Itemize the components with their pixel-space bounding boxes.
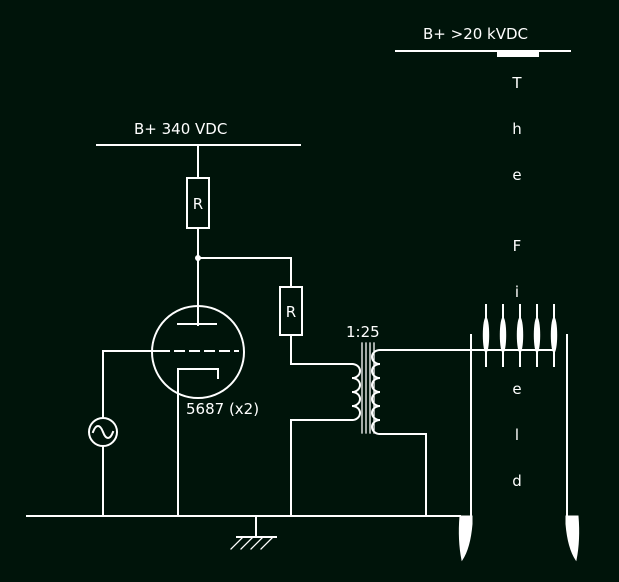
field-letter: i [515, 283, 519, 301]
high-voltage-supply: B+ >20 kVDC [395, 25, 571, 57]
sine-wave-icon [91, 425, 115, 439]
wire [379, 433, 427, 517]
grid-wire [102, 350, 161, 419]
low-voltage-supply: B+ 340 VDC [96, 120, 301, 146]
ground-icon [230, 536, 277, 550]
ground-electrode-left [458, 515, 473, 562]
needle-probe-icon [499, 304, 507, 367]
probe-body [516, 317, 524, 353]
turns-ratio-label: 1:25 [346, 323, 380, 341]
high-voltage-electrode [497, 51, 539, 57]
input-circuit [88, 350, 161, 517]
resistor-label: R [286, 303, 296, 321]
needle-probe-array [480, 304, 558, 367]
field-letter: e [512, 380, 521, 398]
secondary-winding [371, 348, 382, 436]
needle-probe-icon [550, 304, 558, 367]
needle-probe-icon [482, 304, 490, 367]
wire [290, 419, 353, 517]
resistor-top: R [186, 144, 292, 326]
probe-body [533, 317, 541, 353]
probe-body [550, 317, 558, 353]
primary-winding [350, 362, 361, 422]
probe-body [482, 317, 490, 353]
high-voltage-label: B+ >20 kVDC [423, 25, 528, 43]
ground-hatch [250, 536, 264, 550]
probe-body [499, 317, 507, 353]
ground-hatch [260, 536, 274, 550]
needle-probe-icon [533, 304, 541, 367]
tube-cathode [177, 368, 219, 517]
ground-electrode-right [565, 515, 580, 562]
resistor-label: R [193, 195, 203, 213]
field-letter: d [512, 472, 522, 490]
needle-probe-icon [516, 304, 524, 367]
field-label: T h e F i e l d [511, 74, 522, 490]
ground-hatch [230, 536, 244, 550]
ground-electrodes [458, 334, 580, 562]
triode-tube-icon: 5687 (x2) [151, 305, 259, 517]
field-letter: F [513, 237, 522, 255]
ground-hatch [240, 536, 254, 550]
field-letter: e [512, 166, 521, 184]
field-letter: l [515, 426, 519, 444]
resistor-right: R [279, 257, 353, 365]
field-letter: T [511, 74, 522, 92]
field-letter: h [512, 120, 522, 138]
transformer-icon: 1:25 [290, 323, 481, 517]
low-voltage-label: B+ 340 VDC [134, 120, 227, 138]
tube-label: 5687 (x2) [186, 400, 259, 418]
ground-system [26, 515, 461, 550]
